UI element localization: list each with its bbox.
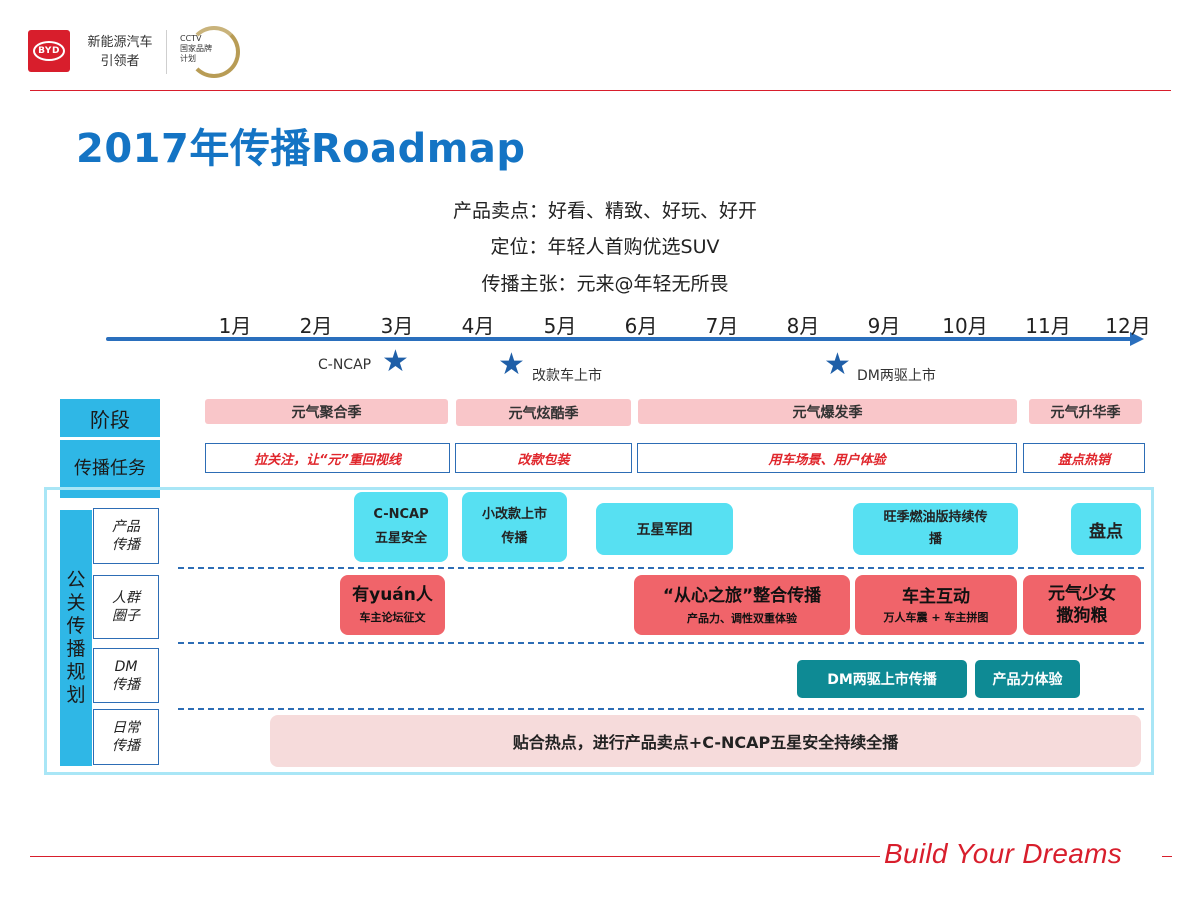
card-peak-season: 旺季燃油版持续传 播 [853,503,1018,555]
plan-label-char: 规 [66,661,86,683]
card-cncap-line-1: C-NCAP [373,507,429,522]
card-review: 盘点 [1071,503,1141,555]
card-vigor-girl: 元气少女 撒狗粮 [1023,575,1141,635]
task-4: 盘点热销 [1023,443,1145,473]
plan-label-char: 公 [66,569,86,591]
plan-label-char: 划 [66,684,86,706]
task-1: 拉关注，让“元”重回视线 [205,443,450,473]
card-youyuan-title: 有yuán人 [352,585,433,605]
milestone-cncap: C-NCAP [318,357,372,373]
row-label-crowd: 人群 圈子 [93,575,159,639]
month-label: 7月 [705,314,739,338]
byd-logo: BYD [28,30,70,72]
row-divider [178,708,1144,710]
card-cncap: C-NCAP 五星安全 [354,492,448,562]
byd-logo-text: BYD [33,41,65,61]
card-five-star-army: 五星军团 [596,503,733,555]
card-facelift-line-2: 传播 [501,531,528,546]
card-girl-line-2: 撒狗粮 [1056,606,1108,626]
cctv-badge-text: CCTV 国家品牌 计划 [180,34,212,64]
cctv-line-2: 国家品牌 [180,44,212,53]
card-owner-interaction: 车主互动 万人车震 + 车主拼图 [855,575,1017,635]
row-divider [178,567,1144,569]
plan-label-char: 播 [66,638,86,660]
star-icon: ★ [498,347,525,382]
month-label: 3月 [380,314,414,338]
card-cncap-line-2: 五星安全 [374,531,427,546]
card-owner-title: 车主互动 [902,587,970,607]
task-3: 用车场景、用户体验 [637,443,1017,473]
positioning: 定位：年轻人首购优选SUV [490,236,720,258]
milestone-facelift: 改款车上市 [532,368,602,384]
cctv-arc-icon [188,26,240,78]
month-label: 6月 [624,314,658,338]
plan-frame [44,487,1154,775]
timeline-arrow-icon [1130,332,1144,346]
footer-rule [30,856,880,857]
card-daily: 贴合热点，进行产品卖点+C-NCAP五星安全持续全播 [270,715,1141,767]
card-facelift-line-1: 小改款上市 [481,507,547,522]
tagline-line-1: 新能源汽车 [87,35,153,50]
month-label: 8月 [786,314,820,338]
month-label: 11月 [1025,314,1071,338]
header-divider [166,30,167,74]
star-icon: ★ [824,347,851,382]
selling-points: 产品卖点：好看、精致、好玩、好开 [452,200,757,222]
card-product-experience: 产品力体验 [975,660,1080,698]
task-2: 改款包装 [455,443,632,473]
card-dm-launch: DM两驱上市传播 [797,660,967,698]
page-title: 2017年传播Roadmap [76,126,526,172]
milestone-dm: DM两驱上市 [857,368,936,384]
row-label-product: 产品 传播 [93,508,159,564]
card-journey-title: “从心之旅”整合传播 [662,586,822,606]
footer-slogan: Build Your Dreams [884,838,1123,869]
star-icon: ★ [382,344,409,379]
plan-label-char: 传 [66,615,86,637]
row-divider [178,642,1144,644]
cctv-line-1: CCTV [180,34,202,43]
stage-2: 元气炫酷季 [456,399,631,426]
tagline-line-2: 引领者 [100,54,140,69]
stage-1: 元气聚合季 [205,399,448,424]
footer-rule-end [1162,856,1172,857]
card-journey-sub: 产品力、调性双重体验 [687,612,797,625]
month-label: 1月 [218,314,252,338]
plan-label: 公 关 传 播 规 划 [60,510,92,766]
card-girl-line-1: 元气少女 [1048,584,1116,604]
month-label: 12月 [1105,314,1151,338]
card-peak-line-1: 旺季燃油版持续传 [883,510,988,525]
cctv-line-3: 计划 [180,54,196,63]
card-peak-line-2: 播 [928,532,942,547]
stage-3: 元气爆发季 [638,399,1017,424]
row-label-dm: DM 传播 [93,648,159,703]
month-label: 5月 [543,314,577,338]
card-owner-sub: 万人车震 + 车主拼图 [883,611,989,624]
card-facelift: 小改款上市 传播 [462,492,567,562]
card-journey: “从心之旅”整合传播 产品力、调性双重体验 [634,575,850,635]
cctv-badge: CCTV 国家品牌 计划 [176,26,240,80]
campaign-slogan: 传播主张：元来@年轻无所畏 [481,273,729,295]
timeline-axis [106,337,1136,341]
month-label: 2月 [299,314,333,338]
stage-label: 阶段 [60,399,160,437]
month-label: 4月 [461,314,495,338]
month-label: 10月 [942,314,988,338]
stage-4: 元气升华季 [1029,399,1142,424]
tagline: 新能源汽车 引领者 [80,33,160,71]
card-youyuan: 有yuán人 车主论坛征文 [340,575,445,635]
plan-label-char: 关 [66,592,86,614]
card-youyuan-sub: 车主论坛征文 [359,611,426,624]
month-label: 9月 [867,314,901,338]
header-rule [30,90,1171,91]
row-label-daily: 日常 传播 [93,709,159,765]
